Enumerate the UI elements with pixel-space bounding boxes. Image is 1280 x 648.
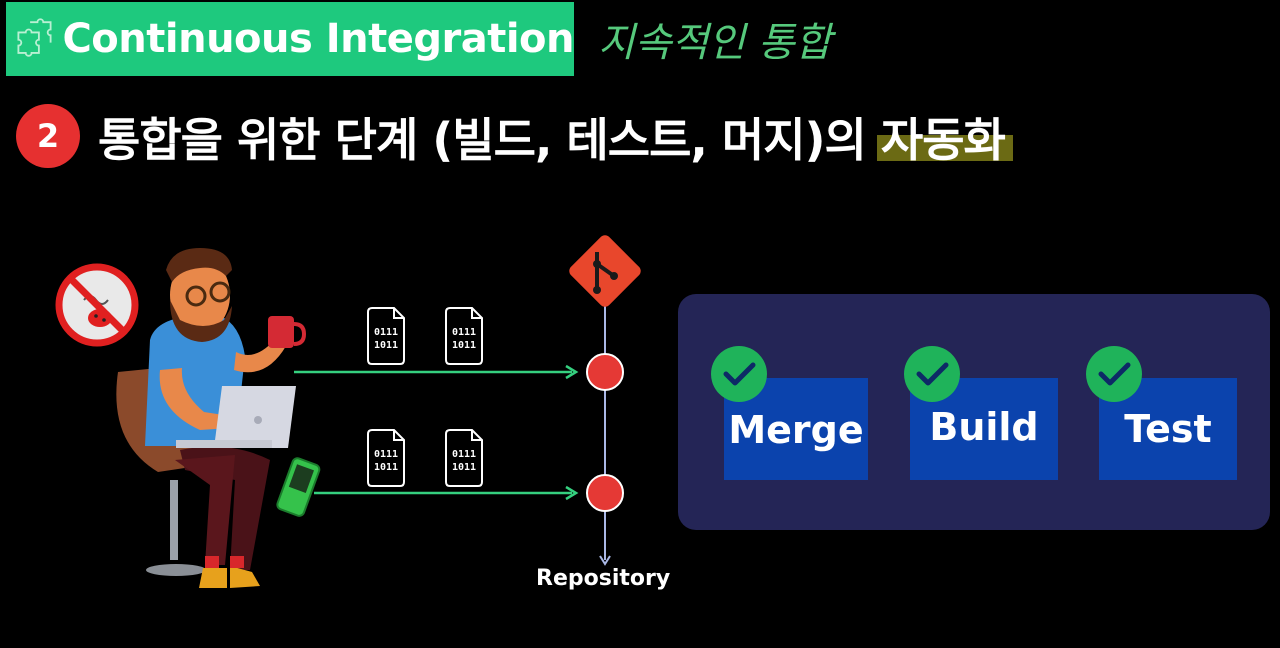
file-icon: 0111 1011 <box>367 307 405 365</box>
developer-illustration <box>116 248 321 588</box>
page-title: Continuous Integration <box>62 16 574 62</box>
check-icon <box>1086 346 1142 402</box>
svg-text:0111: 0111 <box>452 449 476 460</box>
step-heading: 통합을 위한 단계 (빌드, 테스트, 머지)의 자동화 <box>98 104 1006 170</box>
svg-text:0111: 0111 <box>374 327 398 338</box>
title-banner: Continuous Integration <box>6 2 574 76</box>
svg-text:1011: 1011 <box>452 340 476 351</box>
no-bug-icon <box>55 263 139 347</box>
svg-text:1011: 1011 <box>374 340 398 351</box>
build-step-label: Build <box>929 405 1039 449</box>
svg-text:1011: 1011 <box>374 462 398 473</box>
repository-label: Repository <box>536 566 671 591</box>
commit-node <box>586 353 624 391</box>
file-icon: 0111 1011 <box>445 429 483 487</box>
svg-text:0111: 0111 <box>452 327 476 338</box>
check-icon <box>904 346 960 402</box>
svg-text:1011: 1011 <box>452 462 476 473</box>
step-heading-highlight: 자동화 <box>880 113 1006 167</box>
test-step-label: Test <box>1124 407 1212 451</box>
git-logo-icon <box>569 235 641 307</box>
step-number-badge: 2 <box>16 104 80 168</box>
repository-timeline <box>569 235 641 566</box>
file-icon: 0111 1011 <box>367 429 405 487</box>
check-icon <box>711 346 767 402</box>
merge-step-label: Merge <box>728 408 864 452</box>
file-icon: 0111 1011 <box>445 307 483 365</box>
commit-node <box>586 474 624 512</box>
korean-subtitle: 지속적인 통합 <box>598 20 832 66</box>
commit-arrows <box>294 364 579 501</box>
puzzle-icon <box>17 18 52 57</box>
step-heading-main: 통합을 위한 단계 (빌드, 테스트, 머지)의 <box>98 113 881 167</box>
file-icons: 0111 1011 0111 1011 0111 1011 0111 1011 <box>367 307 483 487</box>
svg-text:0111: 0111 <box>374 449 398 460</box>
